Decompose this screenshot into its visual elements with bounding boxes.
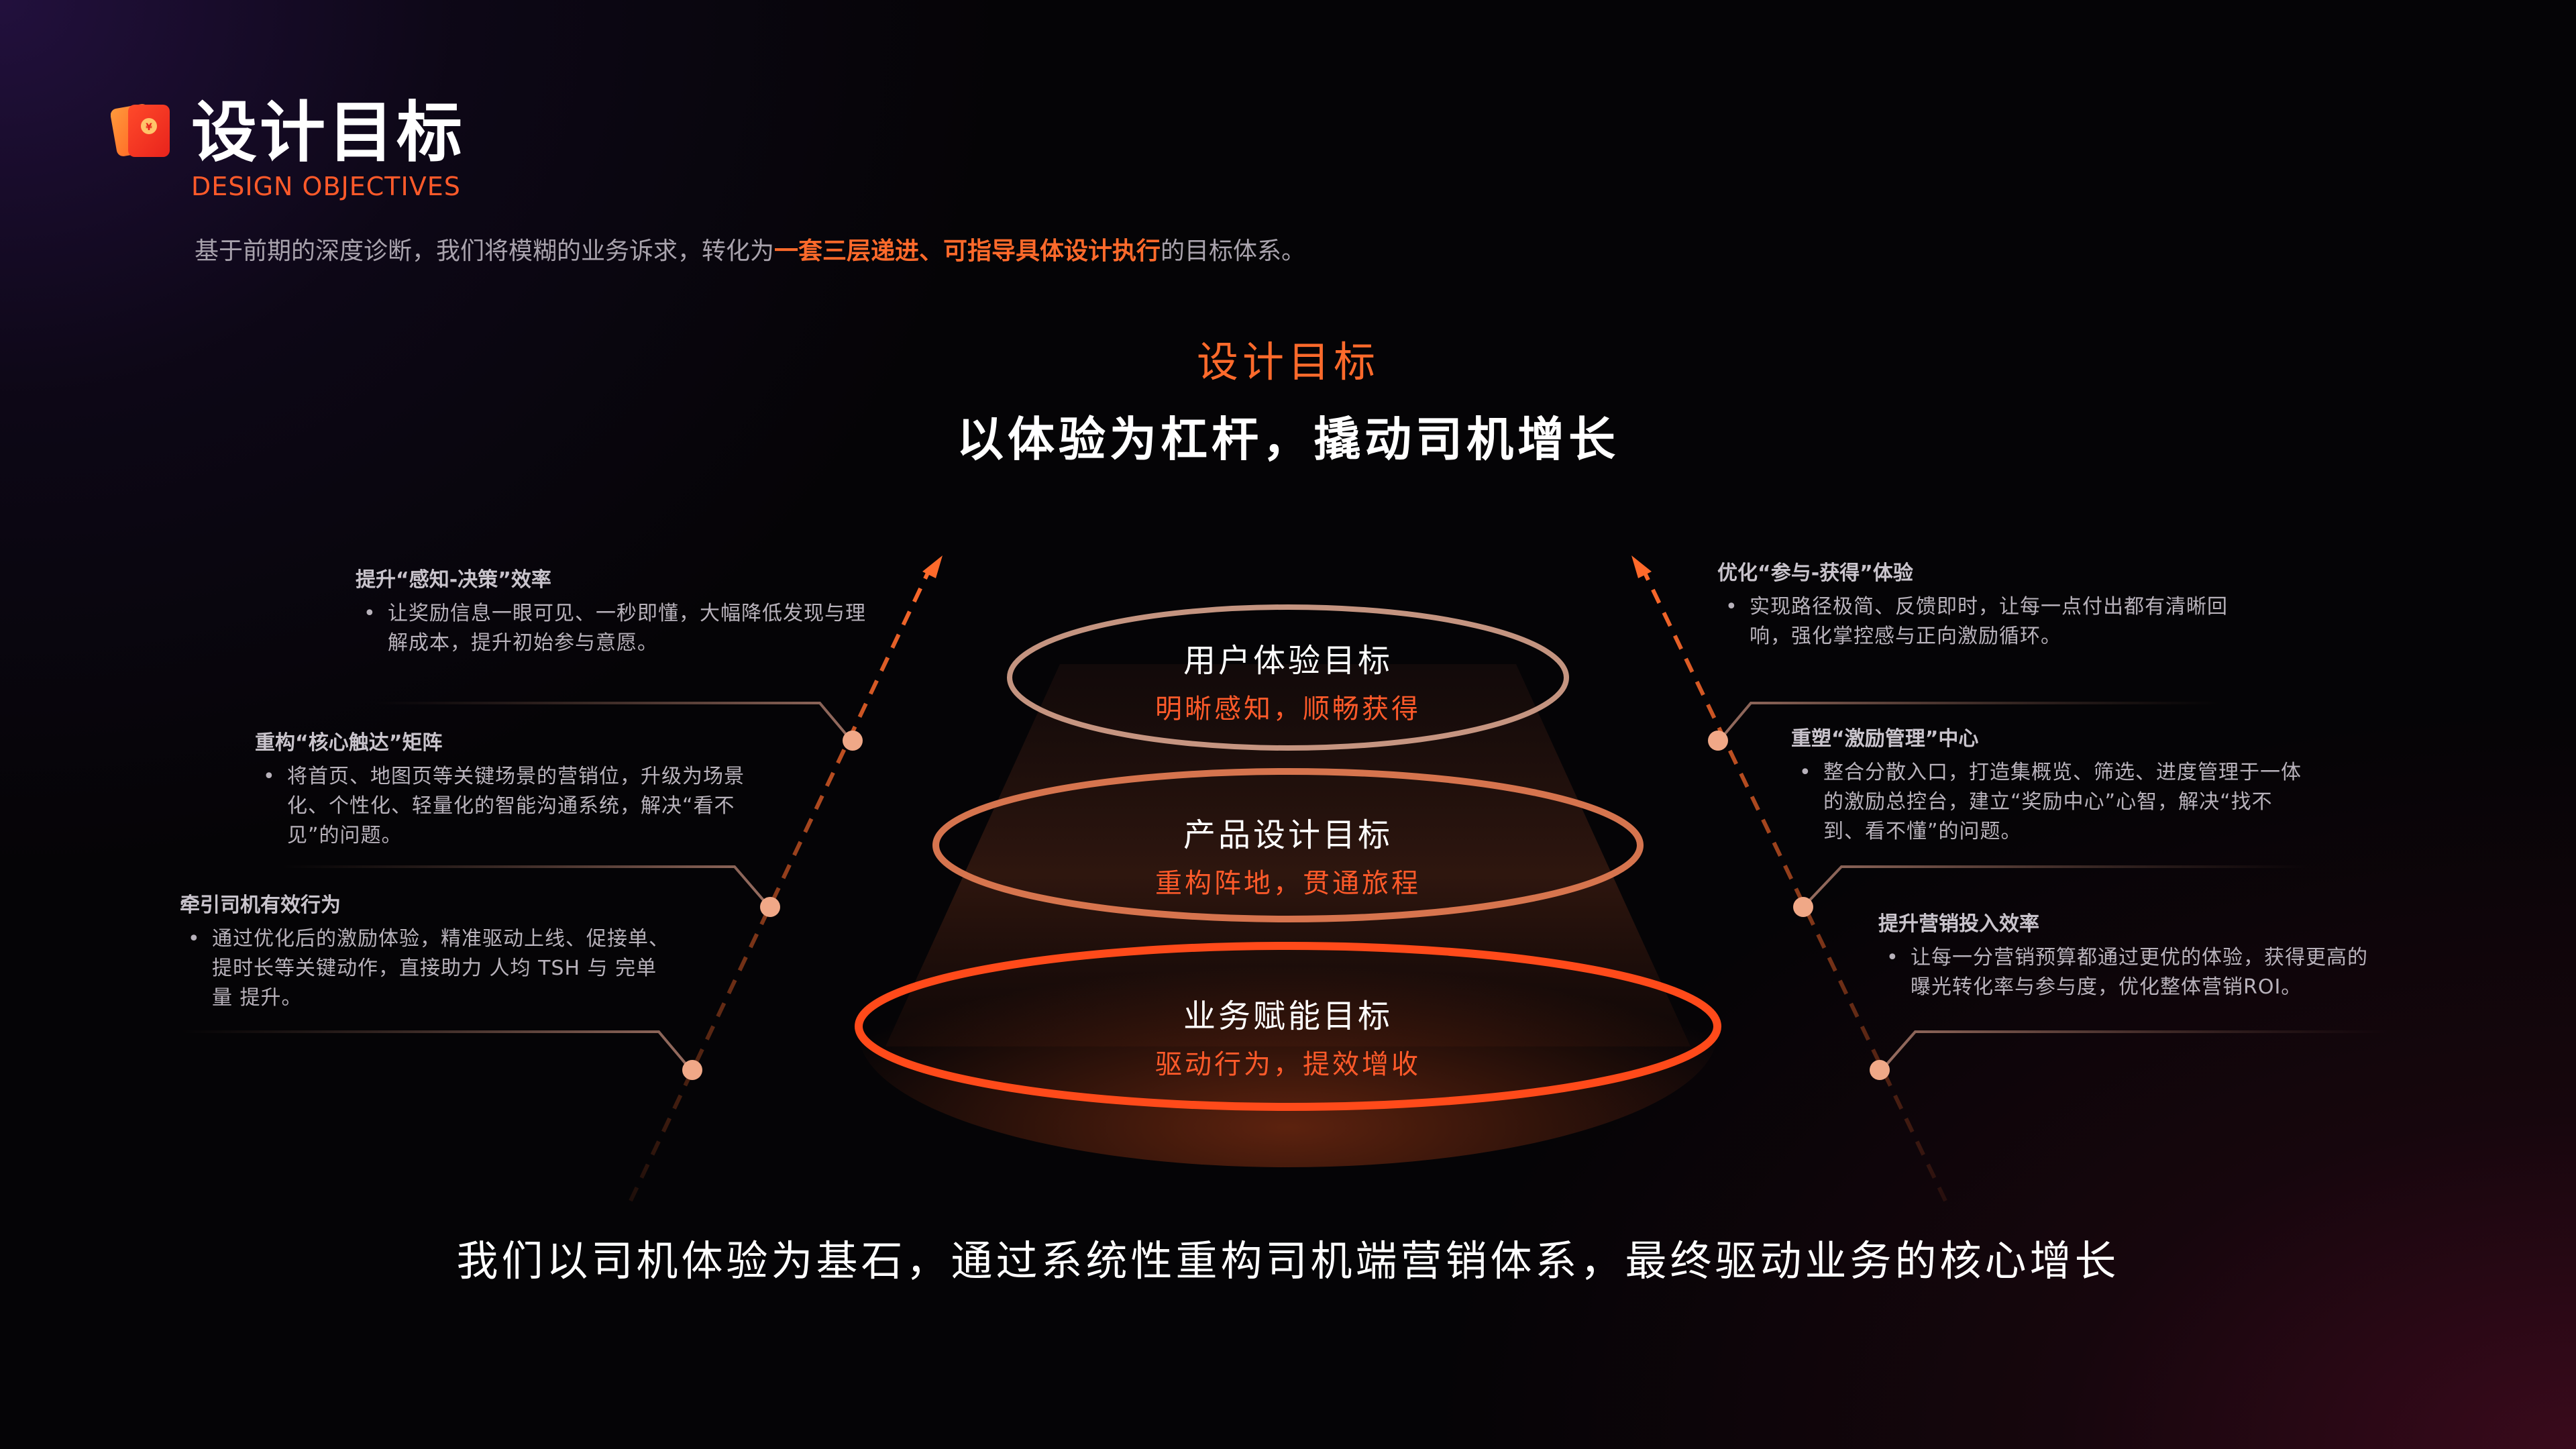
left-connector-3 [181, 1030, 692, 1071]
pyramid-glow [859, 899, 1717, 1167]
goal-label: 设计目标 [1196, 337, 1379, 386]
right-growth-arrow [1642, 569, 1947, 1202]
right-connector-3 [1880, 1030, 2388, 1071]
right-connector-2 [1803, 865, 2308, 907]
right-node-2 [1793, 897, 1813, 917]
right-node-1 [1708, 731, 1728, 751]
right-node-3 [1870, 1060, 1890, 1080]
right-callout-3: 提升营销投入效率 •让每一分营销预算都通过更优的体验，获得更高的曝光转化率与参与… [1878, 911, 2388, 1002]
layer-1-title: 用户体验目标 [1183, 642, 1393, 680]
intro-text: 基于前期的深度诊断，我们将模糊的业务诉求，转化为一套三层递进、可指导具体设计执行… [195, 237, 1306, 265]
layer-3-title: 业务赋能目标 [1183, 998, 1393, 1035]
left-growth-arrow [629, 569, 931, 1202]
left-connector-2 [282, 865, 769, 907]
right-callout-2: 重塑“激励管理”中心 •整合分散入口，打造集概览、筛选、进度管理于一体的激励总控… [1791, 726, 2308, 847]
left-connector-1 [376, 702, 853, 743]
callout-title: 重塑“激励管理”中心 [1791, 727, 1979, 751]
svg-text:¥: ¥ [146, 122, 152, 133]
left-node-2 [760, 897, 780, 917]
summary-statement: 我们以司机体验为基石，通过系统性重构司机端营销体系，最终驱动业务的核心增长 [456, 1236, 2120, 1285]
callout-title: 提升“感知-决策”效率 [356, 568, 551, 592]
ring-product-design [932, 768, 1644, 922]
callout-desc: 通过优化后的激励体验，精准驱动上线、促接单、提时长等关键动作，直接助力 人均 T… [212, 927, 669, 1010]
layer-1-subtitle: 明晰感知，顺畅获得 [1155, 694, 1421, 724]
left-node-3 [682, 1060, 702, 1080]
layer-2-subtitle: 重构阵地，贯通旅程 [1155, 868, 1421, 899]
callout-desc: 整合分散入口，打造集概览、筛选、进度管理于一体的激励总控台，建立“奖励中心”心智… [1823, 761, 2302, 843]
page-subtitle: DESIGN OBJECTIVES [191, 172, 461, 201]
callout-desc: 将首页、地图页等关键场景的营销位，升级为场景化、个性化、轻量化的智能沟通系统，解… [287, 765, 745, 847]
callout-title: 重构“核心触达”矩阵 [255, 731, 443, 755]
goal-title: 以体验为杠杆，撬动司机增长 [957, 412, 1619, 467]
red-envelope-icon: ¥ [111, 104, 170, 157]
callout-title: 优化“参与-获得”体验 [1717, 561, 1913, 585]
right-callout-1: 优化“参与-获得”体验 •实现路径极简、反馈即时，让每一点付出都有清晰回响，强化… [1717, 560, 2241, 651]
left-callout-3: 牵引司机有效行为 •通过优化后的激励体验，精准驱动上线、促接单、提时长等关键动作… [180, 892, 676, 1013]
callout-title: 提升营销投入效率 [1878, 912, 2039, 936]
right-arrowhead [1631, 555, 1652, 578]
callout-desc: 让奖励信息一眼可见、一秒即懂，大幅降低发现与理解成本，提升初始参与意愿。 [388, 602, 866, 655]
ring-user-experience [1007, 604, 1569, 751]
callout-desc: 让每一分营销预算都通过更优的体验，获得更高的曝光转化率与参与度，优化整体营销RO… [1911, 946, 2368, 999]
left-callout-2: 重构“核心触达”矩阵 •将首页、地图页等关键场景的营销位，升级为场景化、个性化、… [255, 730, 765, 851]
left-node-1 [843, 731, 863, 751]
page-title: 设计目标 [191, 95, 466, 171]
left-callout-1: 提升“感知-决策”效率 •让奖励信息一眼可见、一秒即懂，大幅降低发现与理解成本，… [356, 567, 872, 658]
ring-business [855, 942, 1721, 1111]
intro-highlight: 一套三层递进、可指导具体设计执行 [774, 237, 1161, 265]
right-connector-1 [1717, 702, 2220, 743]
layer-2-title: 产品设计目标 [1183, 816, 1393, 854]
layer-3-subtitle: 驱动行为，提效增收 [1155, 1049, 1421, 1080]
left-arrowhead [922, 555, 943, 578]
callout-title: 牵引司机有效行为 [180, 894, 341, 917]
callout-desc: 实现路径极简、反馈即时，让每一点付出都有清晰回响，强化掌控感与正向激励循环。 [1750, 595, 2228, 648]
